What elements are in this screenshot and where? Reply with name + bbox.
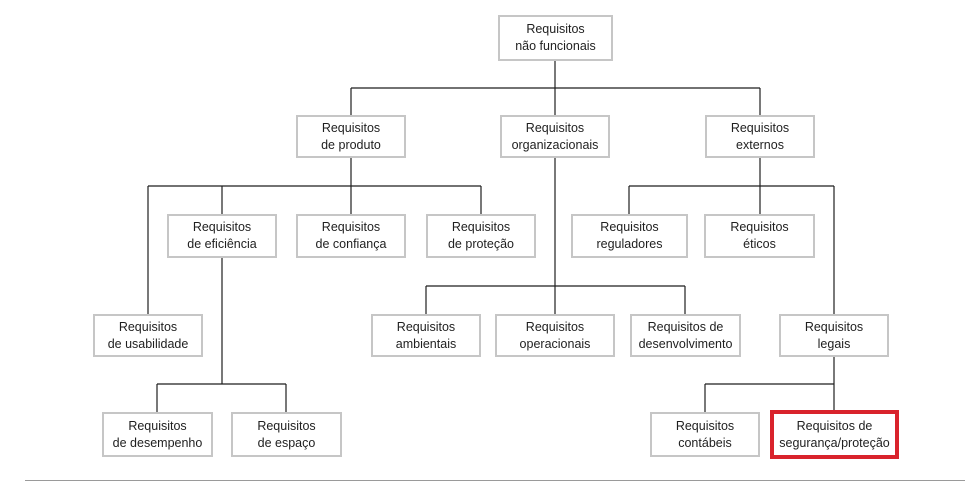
node-label: Requisitos operacionais <box>519 319 591 351</box>
node-requisitos-de-seguranca-protecao: Requisitos de segurança/proteção <box>770 410 899 459</box>
node-label: Requisitos de eficiência <box>187 220 257 251</box>
node-label: Requisitos de desempenho <box>112 418 203 450</box>
node-label: Requisitos não funcionais <box>515 22 596 53</box>
node-label: Requisitos legais <box>804 319 864 351</box>
node-requisitos-nao-funcionais: Requisitos não funcionais <box>498 15 613 61</box>
node-label: Requisitos éticos <box>730 220 789 251</box>
node-label: Requisitos de espaço <box>257 418 316 450</box>
node-requisitos-de-espaco: Requisitos de espaço <box>231 412 342 457</box>
node-requisitos-de-produto: Requisitos de produto <box>296 115 406 158</box>
node-requisitos-de-desenvolvimento: Requisitos de desenvolvimento <box>630 314 741 357</box>
node-requisitos-de-desempenho: Requisitos de desempenho <box>102 412 213 457</box>
node-label: Requisitos de proteção <box>447 220 515 251</box>
node-label: Requisitos de produto <box>321 120 381 152</box>
node-label: Requisitos organizacionais <box>511 120 599 152</box>
node-requisitos-eticos: Requisitos éticos <box>704 214 815 258</box>
node-label: Requisitos de confiança <box>315 220 387 251</box>
node-label: Requisitos de usabilidade <box>107 319 189 351</box>
node-requisitos-legais: Requisitos legais <box>779 314 889 357</box>
bottom-divider <box>25 480 965 481</box>
node-label: Requisitos contábeis <box>675 418 735 450</box>
node-requisitos-externos: Requisitos externos <box>705 115 815 158</box>
node-requisitos-de-protecao: Requisitos de proteção <box>426 214 536 258</box>
node-label: Requisitos reguladores <box>596 220 663 251</box>
node-requisitos-organizacionais: Requisitos organizacionais <box>500 115 610 158</box>
node-requisitos-de-confianca: Requisitos de confiança <box>296 214 406 258</box>
node-label: Requisitos de desenvolvimento <box>638 319 733 351</box>
node-label: Requisitos ambientais <box>395 319 457 351</box>
node-requisitos-reguladores: Requisitos reguladores <box>571 214 688 258</box>
node-requisitos-contabeis: Requisitos contábeis <box>650 412 760 457</box>
node-label: Requisitos externos <box>730 120 790 152</box>
node-requisitos-de-eficiencia: Requisitos de eficiência <box>167 214 277 258</box>
node-requisitos-operacionais: Requisitos operacionais <box>495 314 615 357</box>
node-label: Requisitos de segurança/proteção <box>779 418 890 450</box>
node-requisitos-ambientais: Requisitos ambientais <box>371 314 481 357</box>
node-requisitos-de-usabilidade: Requisitos de usabilidade <box>93 314 203 357</box>
